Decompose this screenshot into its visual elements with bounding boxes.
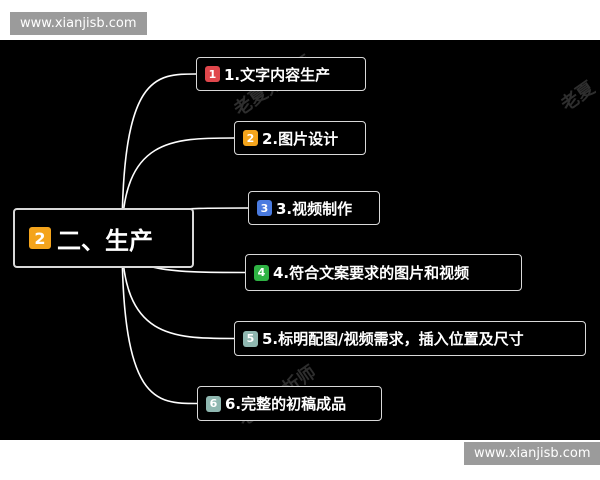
site-watermark-top: www.xianjisb.com [10, 12, 147, 35]
root-node: 2 二、生产 [13, 208, 194, 268]
badge-icon-3: 3 [257, 200, 272, 216]
branch-label: 6.完整的初稿成品 [225, 395, 347, 413]
connector-line [121, 237, 235, 340]
badge-icon-2: 2 [29, 227, 51, 249]
branch-node-1: 1 1.文字内容生产 [196, 57, 366, 91]
branch-label: 2.图片设计 [262, 129, 339, 148]
site-watermark-bottom: www.xianjisb.com [464, 442, 600, 465]
branch-label: 5.标明配图/视频需求，插入位置及尺寸 [262, 330, 524, 348]
root-label: 二、生产 [57, 226, 153, 255]
branch-label: 3.视频制作 [276, 199, 353, 218]
badge-icon-2: 2 [243, 130, 258, 146]
connector-line [121, 237, 198, 405]
connector-line [121, 73, 197, 239]
branch-label: 1.文字内容生产 [224, 65, 331, 84]
badge-icon-1: 1 [205, 66, 220, 82]
badge-icon-4: 4 [254, 264, 269, 281]
connector-line [121, 137, 235, 239]
mindmap-canvas: 老夏分析师 老夏 老夏分析师 2 二、生产 1 1.文字内容生产 2 2.图片设… [0, 40, 600, 440]
branch-node-4: 4 4.符合文案要求的图片和视频 [245, 254, 522, 291]
branch-label: 4.符合文案要求的图片和视频 [273, 264, 470, 282]
branch-node-6: 6 6.完整的初稿成品 [197, 386, 382, 421]
branch-node-2: 2 2.图片设计 [234, 121, 366, 155]
badge-icon-5: 5 [243, 330, 258, 347]
branch-node-5: 5 5.标明配图/视频需求，插入位置及尺寸 [234, 321, 586, 356]
badge-icon-6: 6 [206, 395, 221, 412]
branch-node-3: 3 3.视频制作 [248, 191, 380, 225]
